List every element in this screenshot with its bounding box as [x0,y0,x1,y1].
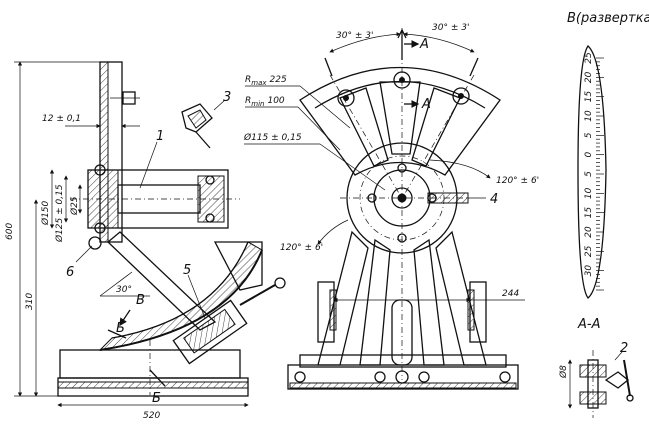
dim-angle-120-left: 120° ± 6' [280,243,323,253]
label-part-3: 3 [223,90,231,105]
view-b-title: B(развертка) [567,11,649,26]
dim-angle-120-right: 120° ± 6' [496,176,539,186]
front-view: 4 [287,28,519,390]
dim-angle-left-top: 30° ± 3' [336,31,373,41]
scale-label: 25 [584,52,594,64]
arrow-b-bottom-label: Б [152,391,161,406]
side-view [57,61,286,397]
section-aa: А-А 2 Ø8 [558,317,634,418]
scale-label: 5 [584,171,594,177]
front-base [287,364,519,390]
section-aa-title: А-А [577,317,600,332]
sector-slot-left [339,87,389,167]
leg-right [435,230,487,366]
scale-sector [299,66,501,176]
scale-label: 20 [584,226,594,238]
arrow-v-label: В [136,293,145,308]
dim-base-length: 520 [143,411,160,421]
dim-diameter-25: Ø25 [69,196,80,216]
label-part-6: 6 [66,265,74,280]
dim-diameter-125: Ø125 ± 0,15 [54,184,65,243]
dim-angle-right-top: 30° ± 3' [432,23,469,33]
label-part-5: 5 [183,263,191,278]
arrow-a-mid-label: А [421,97,431,112]
sector-bolt-right [452,87,470,105]
label-part-4: 4 [490,192,498,207]
dim-plate-thickness: 12 ± 0,1 [42,114,81,124]
label-part-1: 1 [156,129,164,144]
scale-label: 30 [584,265,594,277]
scale-strip [577,45,607,299]
view-b: B(развертка) 25 20 15 10 5 0 5 10 15 20 25 30 [567,11,649,299]
clamp-assembly [172,277,286,365]
detail-3: 3 [181,90,231,149]
sector-slot-center [379,81,421,155]
scale-label: 25 [584,245,594,257]
dim-diameter-115: Ø115 ± 0,15 [243,132,302,143]
sector-bolt-left [337,89,355,107]
scale-label: 10 [584,110,594,122]
dim-lower-height: 310 [25,293,35,310]
scale-label: 15 [584,91,594,103]
dim-overall-height: 600 [5,223,15,240]
arc-support [213,241,263,291]
dim-diameter-8: Ø8 [558,365,569,379]
scale-ticks [596,57,604,291]
leg-left [317,230,369,366]
clamp-4 [427,192,469,204]
label-part-2: 2 [620,341,628,356]
scale-labels: 25 20 15 10 5 0 5 10 15 20 25 30 [584,52,594,276]
side-view-dimensions: 600 310 520 12 ± 0,1 Ø150 Ø125 ± 0,15 Ø2… [5,61,249,421]
section-aa-handle [604,371,630,389]
sector-slot-right [411,87,461,167]
vertical-plate-section [99,61,109,243]
scale-label: 10 [584,187,594,199]
arrow-a-top-label: А [419,37,429,52]
nut-6 [88,236,102,250]
scale-label: 15 [584,207,594,219]
scale-label: 0 [584,152,594,158]
dim-diameter-150: Ø150 [40,200,51,226]
dim-width-244: 244 [502,289,519,299]
scale-label: 20 [584,71,594,83]
scale-label: 5 [584,132,594,138]
arrow-b-left-label: Б [116,321,125,336]
dim-angle-30: 30° [116,285,132,295]
